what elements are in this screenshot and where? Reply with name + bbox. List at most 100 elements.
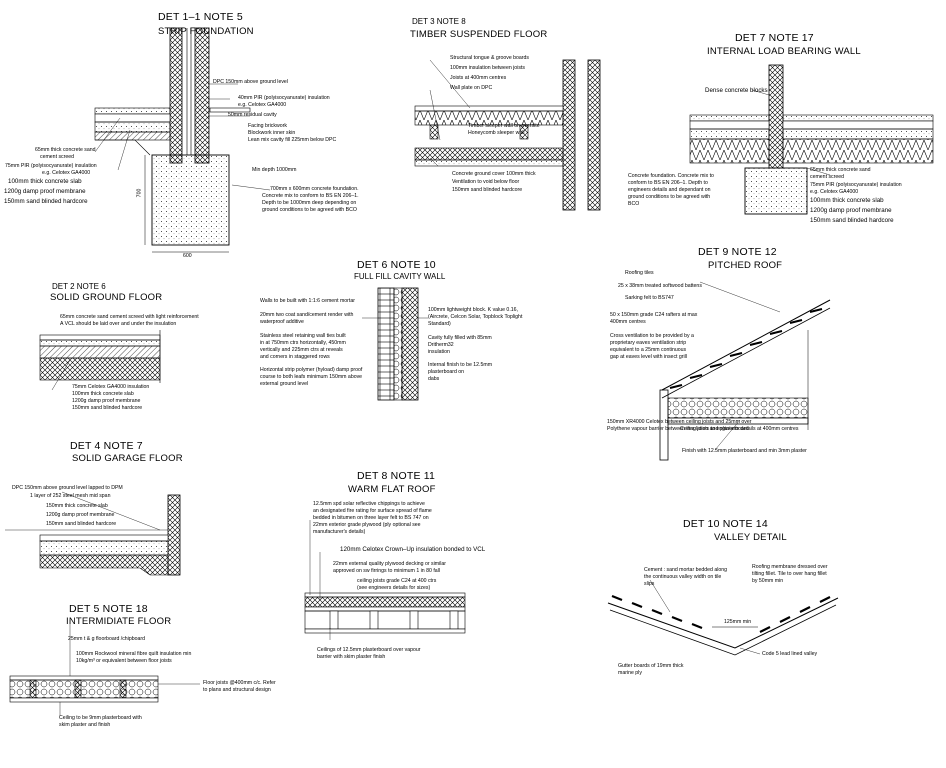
det5-note: 25mm t & g floorboard /chipboard bbox=[68, 636, 145, 642]
det9-note: 25 x 38mm treated softwood battens bbox=[618, 283, 702, 289]
det9-note: 150mm XR4000 Celotex between ceiling joi… bbox=[607, 419, 752, 425]
det7-note: 65mm thick concrete sand bbox=[810, 167, 871, 173]
det9-note: Roofing tiles bbox=[625, 270, 654, 276]
det9-subtitle: PITCHED ROOF bbox=[708, 260, 783, 271]
det4-note: 1 layer of 252 steel mesh mid span bbox=[30, 493, 111, 499]
det9-note: proprietary eaves ventilation strip bbox=[610, 340, 687, 346]
det4-note: DPC 150mm above ground level lapped to D… bbox=[12, 485, 123, 491]
det5-title: DET 5 NOTE 18 bbox=[69, 603, 148, 615]
det8-note: 120mm Celotex Crown–Up insulation bonded… bbox=[340, 546, 486, 553]
det3-note: Concrete ground cover 100mm thick bbox=[452, 171, 536, 177]
det7-note: ground conditions to be agreed with bbox=[628, 194, 711, 200]
det3-timber-floor-drawing bbox=[414, 59, 601, 211]
det9-note: Sarking felt to BS747 bbox=[625, 295, 674, 301]
det8-flat-roof-drawing bbox=[304, 592, 466, 634]
det6-note: 100mm lightweight block. K value 0.16, bbox=[428, 307, 518, 313]
det6-note: Walls to be built with 1:1:6 cement mort… bbox=[260, 298, 355, 304]
det5-note: 100mm Rockwool mineral fibre quilt insul… bbox=[76, 651, 192, 657]
det4-title: DET 4 NOTE 7 bbox=[70, 440, 143, 452]
det9-note: 400mm centres bbox=[610, 319, 646, 325]
det1-subtitle: STRIP FOUNDATION bbox=[158, 26, 254, 37]
det7-subtitle: INTERNAL LOAD BEARING WALL bbox=[707, 46, 861, 57]
det6-note: Horizontal strip polymer (hyload) damp p… bbox=[260, 367, 363, 373]
det6-note: waterproof additive bbox=[260, 319, 304, 325]
det1-note: cement screed bbox=[40, 154, 75, 160]
det1-note: 50mm residual cavity bbox=[228, 112, 277, 118]
det4-note: 150mm thick concrete slab bbox=[46, 503, 108, 509]
det9-note: equivalent to a 25mm continuous bbox=[610, 347, 687, 353]
det7-note: 150mm sand blinded hardcore bbox=[810, 217, 894, 224]
det8-note: ceiling joists grade C24 at 400 ctrs bbox=[357, 578, 437, 584]
det1-note: Facing brickwork bbox=[248, 123, 287, 129]
det6-note: insulation bbox=[428, 349, 450, 355]
det9-note: Ceiling joists to engineers details at 4… bbox=[680, 426, 799, 432]
det8-note: Ceilings of 12.5mm plasterboard over vap… bbox=[317, 647, 421, 653]
det1-note: Lean mix cavity fill 225mm below DPC bbox=[248, 137, 337, 143]
det9-title: DET 9 NOTE 12 bbox=[698, 246, 777, 258]
det8-note: (see engineers details for sizes) bbox=[357, 585, 431, 591]
det5-intermediate-floor-drawing bbox=[9, 675, 159, 703]
det1-note: Min depth 1000mm bbox=[252, 167, 297, 173]
det10-note: the continuous valley width on tile bbox=[644, 574, 722, 580]
det8-subtitle: WARM FLAT ROOF bbox=[348, 484, 436, 495]
det2-subtitle: SOLID GROUND FLOOR bbox=[50, 292, 163, 303]
det7-note: 100mm thick concrete slab bbox=[810, 197, 884, 204]
det8-note: an designated fire rating for surface sp… bbox=[313, 508, 432, 514]
det7-note: Concrete foundation. Concrete mix to bbox=[628, 173, 714, 179]
det1-note: e.g. Celotex GA4000 bbox=[42, 170, 91, 176]
det2-solid-ground-floor-drawing bbox=[39, 330, 161, 383]
det10-note: marine ply bbox=[618, 670, 642, 676]
det6-note: Cavity fully filled with 85mm bbox=[428, 335, 492, 341]
det2-note: 150mm sand blinded hardcore bbox=[72, 405, 143, 411]
det1-note: Concrete mix to conform to BS EN 206–1. bbox=[262, 193, 359, 199]
det6-note: (Aircrete, Celcon Solar, Topblock Toplig… bbox=[428, 314, 523, 320]
det1-note: 700mm x 600mm concrete foundation. bbox=[270, 186, 359, 192]
det1-note: 75mm PIR (polyisocyanurate) insulation bbox=[5, 163, 97, 169]
det3-note: Joists at 400mm centres bbox=[450, 75, 507, 81]
det7-internal-wall-drawing bbox=[689, 64, 934, 215]
det5-note: 10kg/m³ or equivalent between floor jois… bbox=[76, 658, 172, 664]
det1-note: e.g. Celotex GA4000 bbox=[238, 102, 287, 108]
det10-valley-drawing bbox=[607, 594, 839, 656]
det3-subtitle: TIMBER SUSPENDED FLOOR bbox=[410, 29, 548, 40]
det6-cavity-wall-drawing bbox=[377, 287, 419, 401]
det3-note: 100mm insulation between joists bbox=[450, 65, 525, 71]
det8-note: 22mm exterior grade plywood (ply optiona… bbox=[313, 522, 421, 528]
det10-note: Gutter boards of 19mm thick bbox=[618, 663, 684, 669]
det6-note: Stainless steel retaining wall ties buil… bbox=[260, 333, 346, 339]
det3-note: Honeycomb sleeper wall bbox=[468, 130, 525, 136]
det10-note: Roofing membrane dressed over bbox=[752, 564, 828, 570]
det2-note: 65mm concrete sand cement screed with li… bbox=[60, 314, 199, 320]
det3-note: 150mm sand blinded hardcore bbox=[452, 187, 523, 193]
det2-note: 1200g damp proof membrane bbox=[72, 398, 141, 404]
det3-note: Ventilation to void below floor bbox=[452, 179, 520, 185]
det6-note: Standard) bbox=[428, 321, 451, 327]
det9-note: Polythene vapour barrier between insulat… bbox=[607, 426, 749, 432]
det1-note: 1200g damp proof membrane bbox=[4, 188, 86, 195]
det7-note: conform to BS EN 206–1. Depth to bbox=[628, 180, 708, 186]
det10-title: DET 10 NOTE 14 bbox=[683, 518, 768, 530]
det9-note: Finish with 12.5mm plasterboard and min … bbox=[682, 448, 807, 454]
det7-note: 1200g damp proof membrane bbox=[810, 207, 892, 214]
det9-note: gap at eaves level with insect grill bbox=[610, 354, 687, 360]
det4-note: 150mm sand blinded hardcore bbox=[46, 521, 117, 527]
det6-note: 20mm two coat sand/cement render with bbox=[260, 312, 354, 318]
det6-note: plasterboard on bbox=[428, 369, 465, 375]
det6-subtitle: FULL FILL CAVITY WALL bbox=[354, 272, 446, 281]
det1-dimension-vertical: 700 bbox=[136, 188, 143, 198]
det1-note: ground conditions to be agreed with BCO bbox=[262, 207, 357, 213]
det10-note: 125mm min bbox=[724, 619, 752, 625]
det4-note: 1200g damp proof membrane bbox=[46, 512, 115, 518]
det4-garage-floor-drawing bbox=[5, 494, 181, 576]
det2-note: 75mm Celotex GA4000 insulation bbox=[72, 384, 150, 390]
det2-note: 100mm thick concrete slab bbox=[72, 391, 134, 397]
det3-note: Wall plate on DPC bbox=[450, 85, 493, 91]
det3-note: Structural tongue & groove boards bbox=[450, 55, 530, 61]
det6-note: Dritherm32 bbox=[428, 342, 454, 348]
det10-subtitle: VALLEY DETAIL bbox=[714, 532, 787, 543]
det1-note: 65mm thick concrete sand bbox=[35, 147, 96, 153]
det5-note: to plans and structural design bbox=[203, 687, 271, 693]
det1-note: Depth to be 1000mm deep depending on bbox=[262, 200, 357, 206]
det1-note: Blockwork inner skin bbox=[248, 130, 296, 136]
